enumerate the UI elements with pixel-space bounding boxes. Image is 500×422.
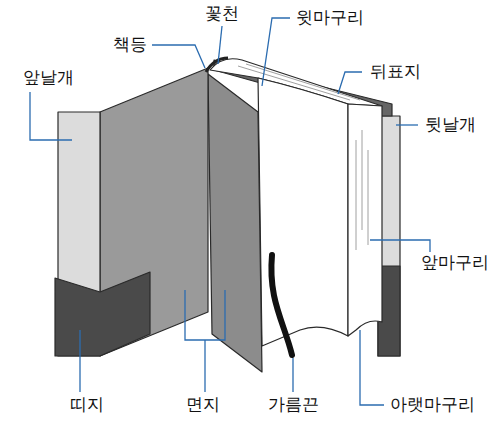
part-label: 윗마구리	[294, 8, 366, 28]
part-label: 뒤표지	[368, 62, 423, 82]
part-label: 가름끈	[266, 395, 321, 415]
leader-line	[152, 45, 205, 68]
part-label: 뒷날개	[423, 115, 478, 135]
part-label: 책등	[111, 35, 149, 55]
endpaper	[208, 74, 262, 372]
leader-line	[338, 72, 362, 94]
leader-line	[262, 18, 290, 86]
part-label: 띠지	[68, 395, 106, 415]
leader-line	[218, 26, 222, 64]
leader-line	[79, 330, 80, 392]
part-label: 앞날개	[21, 68, 76, 88]
leader-line	[360, 330, 384, 405]
leader-line	[204, 340, 205, 392]
fore-edge-lines	[356, 130, 368, 250]
page	[258, 78, 348, 346]
part-label: 면지	[184, 395, 222, 415]
fore-edge	[348, 104, 382, 336]
ribbon	[271, 255, 292, 355]
leader-line	[370, 240, 430, 252]
bracket	[185, 290, 225, 340]
front-band	[55, 272, 150, 356]
headband	[206, 58, 228, 72]
leader-line	[396, 124, 418, 125]
part-label: 꽃천	[203, 4, 241, 24]
part-label: 앞마구리	[419, 253, 491, 273]
leader-line	[292, 358, 293, 392]
part-label: 아랫마구리	[388, 395, 477, 415]
leader-line	[30, 92, 72, 140]
